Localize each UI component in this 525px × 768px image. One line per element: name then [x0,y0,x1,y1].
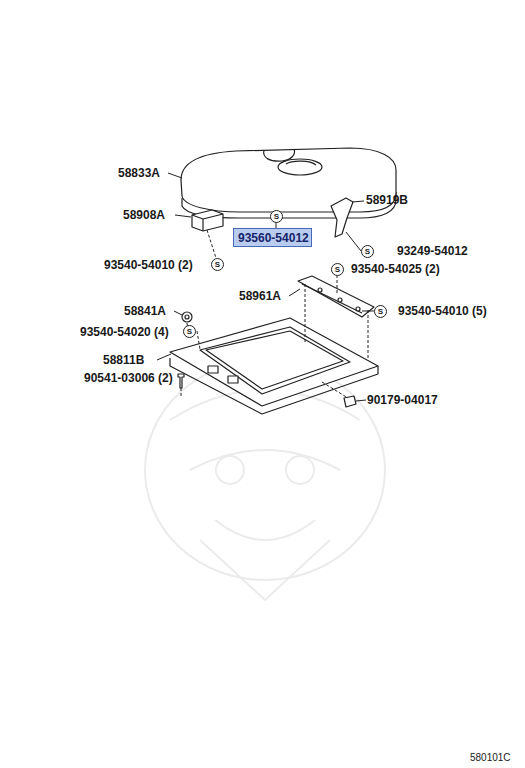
callout-number: 58811B [103,353,144,367]
callout-number: 93540-54025 (2) [351,262,440,276]
callout-number: 58841A [124,304,166,318]
figure-code: 580101C [470,751,511,765]
callout-number: 58908A [123,208,165,222]
callout-number: 93540-54010 (5) [398,304,487,318]
standard-part-symbol: S [270,210,283,223]
callout-number: 93540-54020 (4) [80,325,169,339]
callout-number: 90541-03006 (2) [84,371,173,385]
standard-part-symbol: S [211,258,224,271]
callout-number: 58919B [366,193,408,207]
standard-part-symbol: S [374,305,387,318]
callout-number: 58961A [239,289,281,303]
callout-number: 90179-04017 [367,393,438,407]
callout-number: 93249-54012 [397,244,468,258]
standard-part-symbol: S [361,245,374,258]
callout-number: 93540-54010 (2) [104,258,193,272]
callout-number: 58833A [118,166,160,180]
standard-part-symbol: S [183,325,196,338]
part-number-box: 93560-54012 [233,228,312,247]
part-number: 93560-54012 [238,231,307,245]
standard-part-symbol: S [331,263,344,276]
